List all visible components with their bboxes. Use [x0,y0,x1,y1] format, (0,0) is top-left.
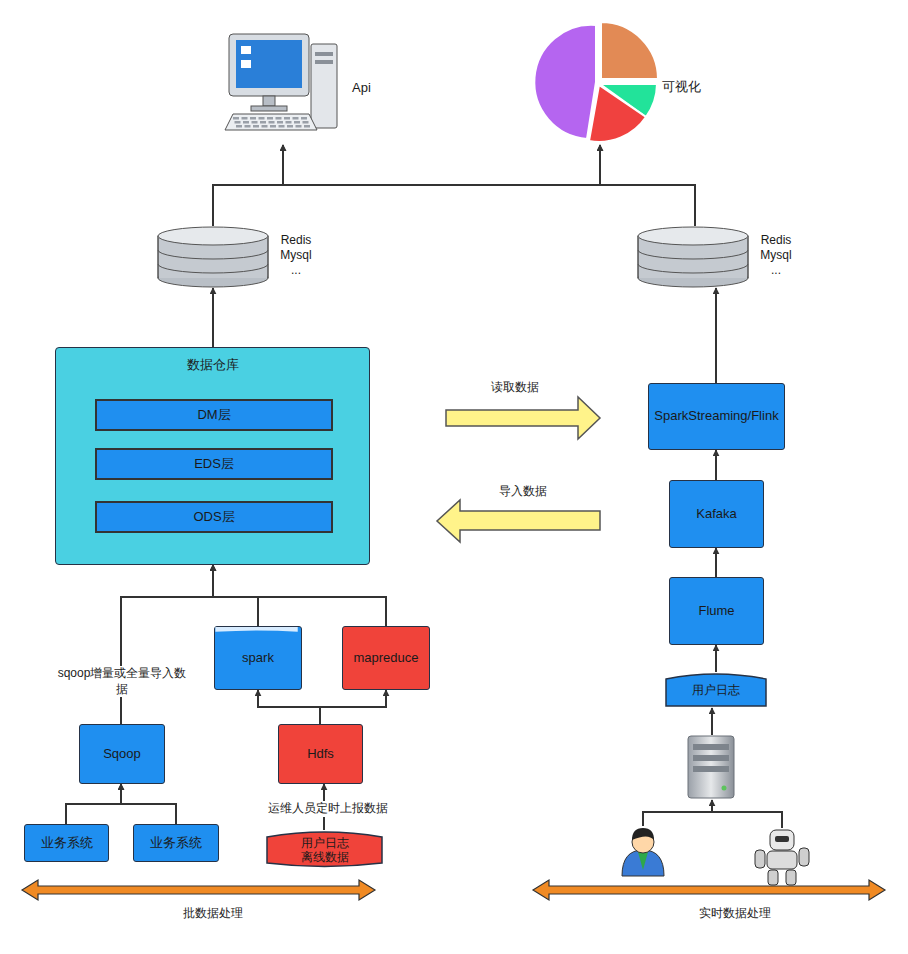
flow-connector [600,145,695,226]
process-label: Flume [698,603,734,619]
process-box: Hdfs [278,724,363,784]
process-box: 业务系统 [133,824,219,862]
edge-label: 运维人员定时上报数据 [252,801,404,817]
caption-label: 读取数据 [470,380,560,396]
layer-label: EDS层 [194,456,234,472]
edge-label: sqoop增量或全量导入数据 [55,666,189,697]
process-label: SparkStreaming/Flink [654,408,778,424]
warehouse-title: 数据仓库 [56,357,369,373]
database-store: Redis Mysql ... [636,226,806,288]
api-computer: Api [225,30,375,145]
database-store: Redis Mysql ... [156,226,326,288]
process-label: Kafaka [696,506,736,522]
flow-connector [715,450,717,480]
flow-connector [258,690,320,724]
flow-connector [320,690,386,724]
flow-connector [715,645,717,672]
log-source: 用户日志 [665,672,767,707]
warehouse-layer: ODS层 [95,501,333,533]
caption-label: 实时数据处理 [675,906,795,922]
server-icon [688,736,734,798]
process-box: Sqoop [79,724,165,784]
process-label: 业务系统 [41,835,93,851]
flow-connector [283,145,695,226]
process-label: Sqoop [103,746,141,762]
caption-label: 导入数据 [478,484,568,500]
caption-label: 批数据处理 [153,906,273,922]
user-icon [622,828,664,876]
process-box: spark [214,626,302,690]
process-label: 业务系统 [150,835,202,851]
visualization-chart: 可视化 [538,22,703,145]
data-warehouse: 数据仓库 DM层 EDS层 ODS层 [55,347,370,565]
layer-label: ODS层 [193,509,234,525]
flow-connector [213,565,386,626]
warehouse-layer: EDS层 [95,448,333,480]
import-arrow [437,500,600,542]
flow-connector [213,565,258,626]
chart-label: 可视化 [662,79,701,95]
log-label: 用户日志 离线数据 [297,837,353,865]
api-label: Api [352,80,371,96]
process-label: mapreduce [353,650,418,666]
process-box: Kafaka [669,480,764,548]
realtime-range-arrow [533,880,885,900]
flow-connector [66,784,121,824]
database-label: Redis Mysql ... [754,233,798,278]
flow-connector [121,784,176,824]
process-label: Hdfs [307,746,334,762]
server-wire [711,708,713,735]
layer-label: DM层 [197,407,230,423]
flow-connector [121,565,213,724]
warehouse-layer: DM层 [95,399,333,431]
batch-range-arrow [22,880,375,900]
read-arrow [446,397,600,439]
database-label: Redis Mysql ... [274,233,318,278]
log-source: 用户日志 离线数据 [266,830,383,868]
process-box: 业务系统 [24,824,109,862]
robot-icon [755,830,809,885]
process-box: Flume [669,577,764,645]
flow-connector [715,288,717,383]
flow-connector [715,548,717,577]
process-box: mapreduce [342,626,430,690]
flow-connector [212,288,214,347]
source-wire [643,812,782,828]
process-box: SparkStreaming/Flink [648,383,784,450]
log-label: 用户日志 [692,684,740,698]
source-wire [711,800,713,812]
process-label: spark [242,650,274,666]
